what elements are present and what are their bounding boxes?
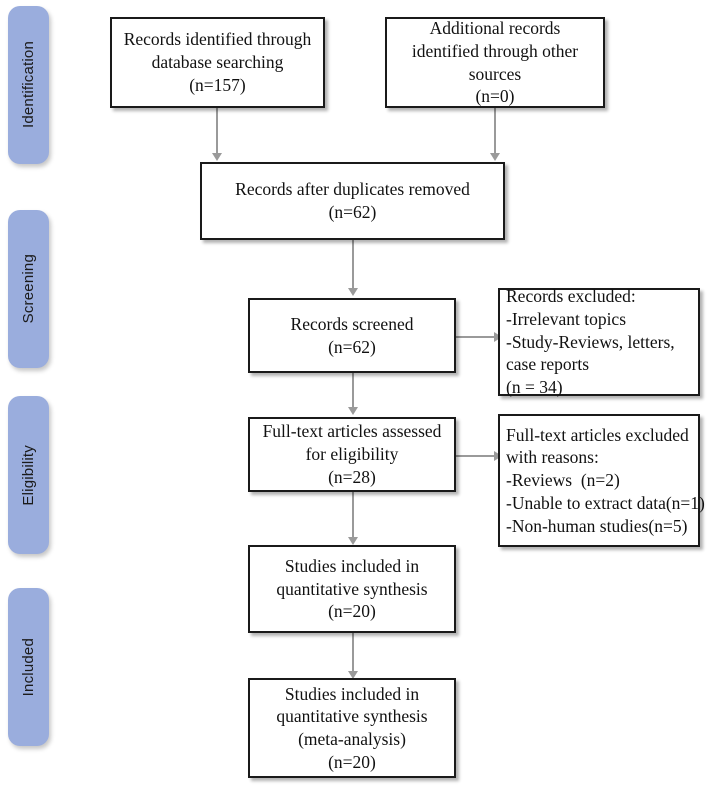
- stage-label-identification: Identification: [20, 41, 37, 129]
- box-records-identified-line-3: (n=157): [189, 74, 246, 95]
- box-fulltext-assessed-line-2: for eligibility: [305, 444, 399, 465]
- box-quantitative-synthesis-line-3: (meta-analysis): [298, 729, 406, 749]
- arrowhead-duplicates-to-screened: [348, 288, 358, 296]
- arrowhead-qualitative-to-quantitative: [348, 671, 358, 679]
- box-additional-records-line-1: Additional records: [429, 18, 561, 38]
- stage-label-eligibility: Eligibility: [20, 444, 37, 506]
- box-records-screened: Records screened (n=62): [248, 298, 456, 373]
- connector-screened-to-fulltext: [352, 373, 354, 409]
- box-fulltext-excluded: Full-text articles excluded with reasons…: [498, 414, 705, 547]
- arrowhead-screened-to-fulltext: [348, 407, 358, 415]
- box-qualitative-synthesis-line-3: (n=20): [328, 601, 376, 622]
- box-additional-records-line-4: (n=0): [475, 86, 515, 107]
- box-fulltext-excluded-line-2: with reasons:: [506, 447, 599, 468]
- arrowhead-identified-to-duplicates: [212, 153, 222, 161]
- box-quantitative-synthesis-line-2: quantitative synthesis: [276, 706, 428, 727]
- box-duplicates-removed-line-1: Records after duplicates removed: [235, 179, 470, 200]
- connector-screened-to-excluded: [455, 336, 496, 338]
- stage-bar-included: Included: [8, 588, 49, 746]
- box-additional-records-line-3: sources: [468, 63, 522, 84]
- box-qualitative-synthesis-line-1: Studies included in: [284, 555, 420, 576]
- box-records-identified-line-1: Records identified through: [123, 29, 312, 50]
- connector-duplicates-to-screened: [352, 240, 354, 290]
- box-qualitative-synthesis-line-2: quantitative synthesis: [276, 578, 428, 599]
- box-quantitative-synthesis: Studies included in quantitative synthes…: [248, 678, 456, 778]
- box-fulltext-excluded-line-3: -Reviews (n=2): [506, 470, 620, 491]
- box-records-excluded-line-2: -Irrelevant topics: [506, 308, 627, 329]
- arrowhead-fulltext-to-qualitative: [348, 537, 358, 545]
- stage-bar-eligibility: Eligibility: [8, 396, 49, 554]
- box-additional-records-line-2: identified through other: [411, 40, 579, 61]
- box-records-identified: Records identified through database sear…: [110, 17, 325, 108]
- box-records-excluded-line-1: Records excluded:: [506, 286, 636, 307]
- box-records-excluded: Records excluded: -Irrelevant topics -St…: [498, 286, 700, 398]
- arrowhead-additional-to-duplicates: [490, 153, 500, 161]
- connector-additional-to-duplicates: [494, 108, 496, 155]
- box-fulltext-assessed: Full-text articles assessed for eligibil…: [248, 417, 456, 492]
- box-fulltext-assessed-line-1: Full-text articles assessed: [262, 421, 442, 442]
- box-fulltext-assessed-line-3: (n=28): [328, 466, 376, 487]
- stage-label-screening: Screening: [20, 254, 37, 324]
- connector-qualitative-to-quantitative: [352, 632, 354, 674]
- box-records-excluded-line-5: (n = 34): [506, 377, 563, 398]
- connector-identified-to-duplicates: [216, 108, 218, 155]
- box-quantitative-synthesis-line-1: Studies included in: [284, 683, 420, 704]
- stage-label-included: Included: [20, 637, 37, 697]
- box-duplicates-removed-line-2: (n=62): [328, 202, 377, 222]
- box-duplicates-removed: Records after duplicates removed (n=62): [200, 162, 505, 240]
- box-records-excluded-line-3: -Study-Reviews, letters,: [506, 331, 675, 352]
- box-fulltext-excluded-line-4: -Unable to extract data(n=1): [506, 492, 705, 513]
- connector-fulltext-to-excluded: [455, 455, 496, 457]
- box-fulltext-excluded-line-1: Full-text articles excluded: [506, 424, 689, 445]
- box-quantitative-synthesis-line-4: (n=20): [328, 751, 376, 772]
- box-qualitative-synthesis: Studies included in quantitative synthes…: [248, 545, 456, 633]
- box-records-identified-line-2: database searching: [151, 52, 284, 73]
- connector-fulltext-to-qualitative: [352, 492, 354, 539]
- box-records-screened-line-2: (n=62): [328, 336, 376, 357]
- box-records-excluded-line-4: case reports: [506, 354, 590, 375]
- stage-bar-identification: Identification: [8, 6, 49, 164]
- box-records-screened-line-1: Records screened: [290, 313, 414, 334]
- stage-bar-screening: Screening: [8, 210, 49, 368]
- box-fulltext-excluded-line-5: -Non-human studies(n=5): [506, 515, 688, 536]
- box-additional-records: Additional records identified through ot…: [385, 17, 605, 108]
